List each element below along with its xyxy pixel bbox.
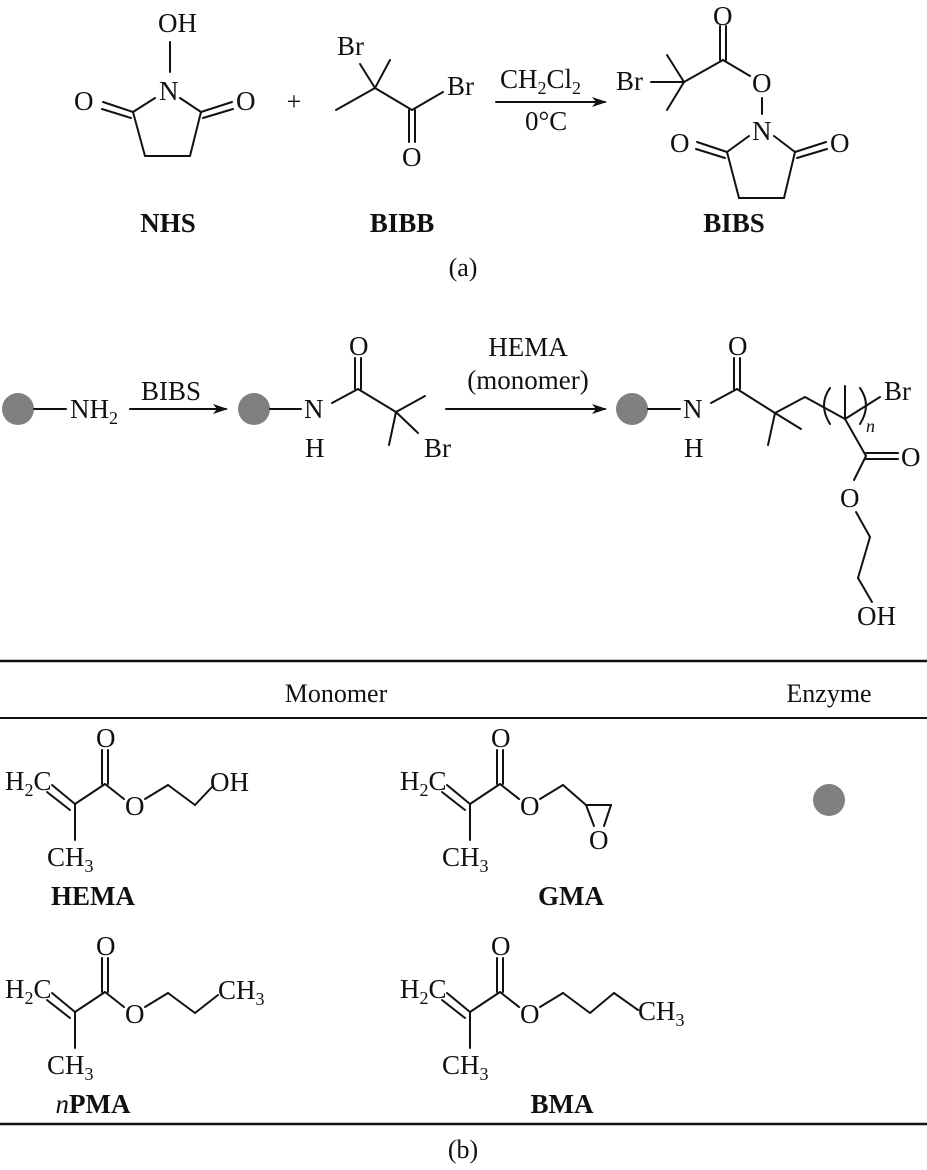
- atom-o-right: O: [830, 128, 850, 158]
- atom-o-left: O: [74, 86, 94, 116]
- reaction-arrow-a: CH2Cl2 0°C: [495, 64, 607, 136]
- atom-ch3: CH3: [47, 842, 94, 876]
- atom-n: N: [683, 394, 703, 424]
- solvent-label: CH2Cl2: [500, 64, 581, 98]
- enzyme-bead-icon: [813, 784, 845, 816]
- caption-b: (b): [448, 1135, 478, 1164]
- atom-br-top: Br: [337, 31, 364, 61]
- atom-o-left: O: [670, 128, 690, 158]
- atom-ch3-tail: CH3: [638, 996, 685, 1030]
- compound-label-bibs: BIBS: [703, 208, 765, 238]
- atom-n: N: [752, 116, 772, 146]
- atom-o-carbonyl: O: [901, 442, 921, 472]
- monomer-name: HEMA: [51, 881, 135, 911]
- nhs-structure: OH N O O NHS: [74, 8, 256, 238]
- atom-o: O: [349, 331, 369, 361]
- atom-o-carbonyl: O: [713, 1, 733, 31]
- atom-h2c: H2C: [400, 974, 447, 1008]
- atom-ch3-tail: CH3: [218, 975, 265, 1009]
- header-enzyme: Enzyme: [786, 679, 871, 708]
- monomer-table: Monomer Enzyme H2C CH3 O O OH HEMA H2C: [0, 659, 927, 1126]
- repeat-unit-n: n: [866, 416, 875, 436]
- atom-o-carbonyl: O: [96, 723, 116, 753]
- atom-o-ester: O: [125, 999, 145, 1029]
- step2-reagent-line1: HEMA: [488, 332, 568, 362]
- atom-br: Br: [424, 433, 451, 463]
- atom-n: N: [159, 76, 179, 106]
- monomer-npma: H2C CH3 O O CH3 nPMA: [5, 931, 265, 1119]
- caption-a: (a): [449, 253, 478, 282]
- atom-oh: OH: [158, 8, 197, 38]
- step2-reagent-line2: (monomer): [467, 365, 588, 395]
- compound-label-bibb: BIBB: [370, 208, 435, 238]
- temperature-label: 0°C: [525, 106, 567, 136]
- monomer-name: GMA: [538, 881, 604, 911]
- monomer-name: nPMA: [56, 1089, 131, 1119]
- enzyme-bead-icon: [2, 393, 34, 425]
- atom-ch3: CH3: [442, 842, 489, 876]
- amine-group: NH2: [70, 394, 118, 428]
- atom-h2c: H2C: [5, 974, 52, 1008]
- atom-oh: OH: [210, 767, 249, 797]
- atom-oh: OH: [857, 601, 896, 631]
- monomer-hema: H2C CH3 O O OH HEMA: [5, 723, 249, 911]
- atom-h2c: H2C: [5, 766, 52, 800]
- atom-o-ester: O: [752, 68, 772, 98]
- step1-reagent: BIBS: [141, 376, 201, 406]
- atom-ch3: CH3: [47, 1050, 94, 1084]
- enzyme-bead-icon: [616, 393, 648, 425]
- monomer-name: BMA: [531, 1089, 594, 1119]
- panel-a: OH N O O NHS + Br Br O: [74, 1, 850, 282]
- atom-o-ester: O: [520, 999, 540, 1029]
- panel-b-scheme: NH2 BIBS N H O Br HEMA (monomer) N H O: [2, 331, 921, 631]
- atom-h2c: H2C: [400, 766, 447, 800]
- bibs-structure: Br O O N O O BIBS: [616, 1, 850, 238]
- plus-sign: +: [287, 87, 302, 116]
- enzyme-bead-icon: [238, 393, 270, 425]
- atom-ch3: CH3: [442, 1050, 489, 1084]
- atom-br-right: Br: [447, 71, 474, 101]
- atom-o-ester: O: [125, 791, 145, 821]
- atom-o-carbonyl: O: [491, 931, 511, 961]
- atom-h: H: [684, 433, 704, 463]
- atom-o-amide: O: [728, 331, 748, 361]
- bibb-structure: Br Br O BIBB: [335, 31, 474, 238]
- atom-h: H: [305, 433, 325, 463]
- atom-br: Br: [884, 376, 911, 406]
- atom-br: Br: [616, 66, 643, 96]
- atom-o-carbonyl: O: [96, 931, 116, 961]
- atom-o-carbonyl: O: [491, 723, 511, 753]
- atom-o-ester: O: [520, 791, 540, 821]
- monomer-bma: H2C CH3 O O CH3 BMA: [400, 931, 685, 1119]
- atom-o: O: [402, 142, 422, 172]
- compound-label-nhs: NHS: [140, 208, 196, 238]
- monomer-gma: H2C CH3 O O O GMA: [400, 723, 612, 911]
- atom-o-ester: O: [840, 483, 860, 513]
- header-monomer: Monomer: [285, 679, 388, 708]
- atom-n: N: [304, 394, 324, 424]
- atom-o-epoxide: O: [589, 825, 609, 855]
- atom-o-right: O: [236, 86, 256, 116]
